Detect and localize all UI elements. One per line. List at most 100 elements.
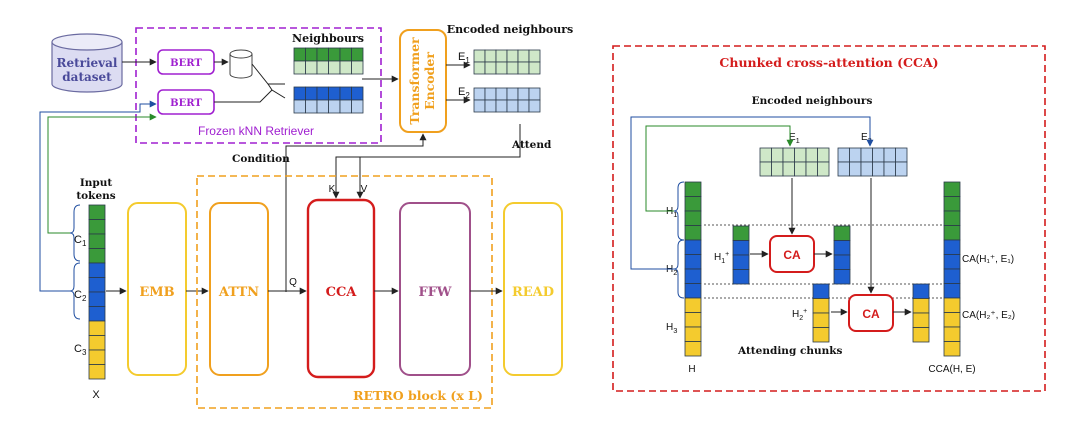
- cca-label: CCA: [326, 285, 358, 300]
- ca2-output-cell: [912, 298, 930, 314]
- h2-plus-cell: [812, 327, 830, 343]
- right-e1-sub: 1: [796, 136, 800, 145]
- frozen-retriever-box: [135, 27, 382, 144]
- neighbour-cell: [316, 47, 329, 62]
- h1-plus-chunk: [732, 225, 750, 285]
- right-encoded-neighbours-label: Encoded neighbours: [752, 95, 873, 107]
- neighbour-cell: [328, 86, 341, 101]
- encoded-cell: [895, 147, 908, 163]
- neighbour-cell: [328, 60, 341, 75]
- neighbour-cell: [305, 47, 318, 62]
- cca-cell: [943, 268, 961, 284]
- ca-box-bottom: [848, 294, 894, 332]
- encoded-cell: [506, 49, 519, 63]
- h1p-label: H: [714, 252, 721, 263]
- encoded-cell: [805, 161, 818, 177]
- input-token-cell: [88, 291, 106, 307]
- encoded-cell: [837, 147, 850, 163]
- c3-sub: 3: [82, 348, 87, 357]
- cca-cell: [943, 181, 961, 197]
- cca-cell: [943, 196, 961, 212]
- encoded-cell: [495, 49, 508, 63]
- h-cell: [684, 254, 702, 270]
- transformer-label-1: Transformer: [407, 37, 422, 125]
- neighbour-cell: [293, 99, 306, 114]
- cca-cell: [943, 239, 961, 255]
- emb-box: [127, 202, 187, 376]
- bert-bottom-label: BERT: [170, 98, 202, 109]
- encoded-cell: [771, 147, 784, 163]
- h1-sub: 1: [673, 210, 677, 219]
- encoded-cell: [473, 99, 486, 113]
- ca2-output-cell: [912, 283, 930, 299]
- neighbour-cell: [328, 47, 341, 62]
- h2p-sub: 2: [799, 315, 803, 322]
- neighbour-cell: [305, 60, 318, 75]
- input-token-cell: [88, 364, 106, 380]
- h2-plus-cell: [812, 312, 830, 328]
- right-e1-label: E: [789, 132, 796, 143]
- encoded-cell: [782, 161, 795, 177]
- retrieval-dataset-label-2: dataset: [62, 70, 112, 84]
- h1p-sup: +: [725, 251, 729, 258]
- right-e2-label: E: [861, 132, 868, 143]
- cca-detail-box: [612, 45, 1046, 392]
- neighbour-cell: [316, 60, 329, 75]
- neighbour-cell: [339, 47, 352, 62]
- h1-plus-cell: [732, 254, 750, 270]
- read-label: READ: [512, 285, 554, 300]
- ca2-output-label: CA(H₂⁺, E₂): [962, 310, 1015, 321]
- encoded-cell: [484, 99, 497, 113]
- encoded-cell: [860, 147, 873, 163]
- left-e1-sub: 1: [465, 56, 470, 65]
- neighbour-cell: [339, 86, 352, 101]
- bert-top-label: BERT: [170, 58, 202, 69]
- encoded-cell: [528, 99, 541, 113]
- input-tokens-label-1: Input: [80, 177, 113, 189]
- h1-plus-cell: [732, 269, 750, 285]
- cca-cell: [943, 225, 961, 241]
- encoded-cell: [782, 147, 795, 163]
- c3-label: C: [74, 343, 82, 355]
- retrieval-dataset-label-1: Retrieval: [57, 56, 118, 70]
- encoded-cell: [759, 161, 772, 177]
- neighbour-cell: [305, 86, 318, 101]
- encoded-cell: [484, 49, 497, 63]
- attend-label: Attend: [511, 139, 552, 151]
- q-label: Q: [289, 277, 297, 288]
- h-label: H: [688, 364, 695, 375]
- h3-label: H: [666, 322, 673, 333]
- cca-output-label: CCA(H, E): [928, 364, 975, 375]
- neighbour-cell: [316, 86, 329, 101]
- encoded-cell: [771, 161, 784, 177]
- left-e1-label: E: [458, 51, 465, 63]
- ffw-box: [399, 202, 471, 376]
- v-label: V: [361, 184, 368, 195]
- input-token-cell: [88, 233, 106, 249]
- h2-plus-chunk: [812, 283, 830, 343]
- h2-sub: 2: [673, 268, 677, 277]
- ca1-output-chunk: [833, 225, 851, 285]
- encoded-cell: [528, 87, 541, 101]
- retro-block-label: RETRO block (x L): [353, 388, 483, 403]
- svg-text:H1+: H1+: [714, 251, 729, 265]
- input-token-column: [88, 204, 106, 380]
- encoded-cell: [506, 61, 519, 75]
- input-token-cell: [88, 335, 106, 351]
- cca-cell: [943, 326, 961, 342]
- ca1-output-cell: [833, 269, 851, 285]
- h-column: [684, 181, 702, 357]
- ffw-label: FFW: [418, 285, 451, 300]
- encoded-cell: [794, 147, 807, 163]
- h-cell: [684, 225, 702, 241]
- read-box: [503, 202, 563, 376]
- neighbour-cell: [351, 86, 364, 101]
- attn-box: [209, 202, 269, 376]
- condition-label: Condition: [232, 153, 290, 165]
- neighbours-blue-grid: [293, 86, 364, 114]
- svg-text:H3: H3: [666, 322, 677, 335]
- ca2-output-cell: [912, 312, 930, 328]
- c2-sub: 2: [82, 294, 87, 303]
- input-tokens-label-2: tokens: [76, 190, 115, 202]
